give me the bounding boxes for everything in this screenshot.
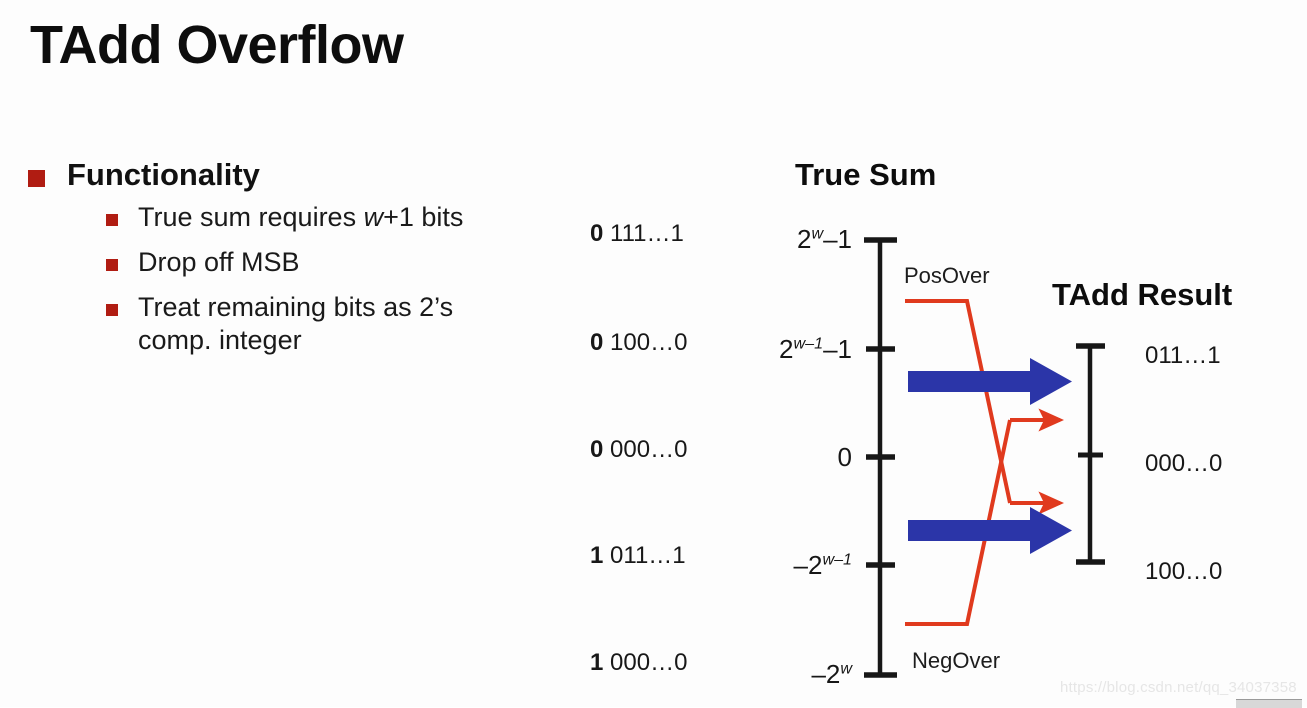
- square-bullet-icon: [28, 170, 45, 187]
- square-bullet-icon: [106, 303, 118, 316]
- tadd-result-label-2: 100…0: [1145, 558, 1223, 585]
- list-item: Treat remaining bits as 2’s comp. intege…: [106, 291, 548, 357]
- binary-msb-0: 0: [590, 220, 604, 247]
- bullet-list: Functionality True sum requires w+1 bits…: [28, 157, 548, 368]
- binary-rest-3: 011…1: [610, 542, 686, 569]
- page-title: TAdd Overflow: [30, 15, 404, 75]
- binary-msb-4: 1: [590, 649, 604, 676]
- binary-label-2: 0 000…0: [590, 436, 687, 464]
- true-sum-tick-label-0: 2w–1: [796, 224, 852, 254]
- binary-rest-4: 000…0: [610, 649, 688, 676]
- tadd-result-axis: [1076, 343, 1105, 565]
- bullet-level2-label-1: Drop off MSB: [138, 246, 300, 277]
- blue-arrow-positive: [908, 358, 1072, 405]
- binary-label-1: 0 100…0: [590, 329, 687, 357]
- tadd-result-label-1: 000…0: [1145, 450, 1223, 477]
- binary-label-0: 0 111…1: [590, 220, 684, 248]
- tadd-result-label-0: 011…1: [1145, 342, 1221, 369]
- bullet-level2-label-0: True sum requires w+1 bits: [138, 201, 463, 234]
- binary-rest-2: 000…0: [610, 436, 688, 463]
- posover-path: [905, 299, 1012, 504]
- tadd-result-heading: TAdd Result: [1052, 277, 1233, 312]
- negover-path: [905, 419, 1012, 626]
- negover-label: NegOver: [912, 648, 1001, 673]
- binary-msb-1: 0: [590, 329, 604, 356]
- true-sum-axis: [864, 237, 897, 678]
- square-bullet-icon: [106, 213, 118, 226]
- square-bullet-icon: [106, 258, 118, 271]
- bullet-level2-label-2: Treat remaining bits as 2’s comp. intege…: [138, 291, 454, 355]
- binary-label-3: 1 011…1: [590, 542, 686, 570]
- true-sum-tick-label-4: –2w: [811, 659, 852, 689]
- true-sum-tick-label-1: 2w–1–1: [779, 334, 852, 364]
- binary-rest-1: 100…0: [610, 329, 688, 356]
- posover-label: PosOver: [904, 263, 990, 288]
- bullet-level2-group: True sum requires w+1 bits Drop off MSB …: [106, 201, 548, 357]
- true-sum-tick-label-2: 0: [837, 442, 852, 472]
- bullet-text-italic-0: w: [363, 201, 384, 232]
- bullet-level1: Functionality: [28, 157, 548, 193]
- bullet-text-before-0: True sum requires: [138, 201, 364, 232]
- blue-arrow-negative: [908, 507, 1072, 554]
- bottom-progress-bar: [1236, 699, 1302, 708]
- watermark-url: https://blog.csdn.net/qq_34037358: [1060, 679, 1297, 696]
- bullet-text-after-0: +1 bits: [383, 201, 464, 232]
- list-item: Drop off MSB: [106, 246, 548, 279]
- binary-msb-2: 0: [590, 436, 604, 463]
- bullet-level1-label: Functionality: [67, 157, 260, 192]
- true-sum-tick-label-3: –2w–1: [793, 550, 852, 580]
- binary-msb-3: 1: [590, 542, 604, 569]
- true-sum-heading: True Sum: [795, 157, 937, 192]
- binary-rest-0: 111…1: [610, 220, 684, 247]
- binary-label-4: 1 000…0: [590, 649, 687, 677]
- list-item: True sum requires w+1 bits: [106, 201, 548, 234]
